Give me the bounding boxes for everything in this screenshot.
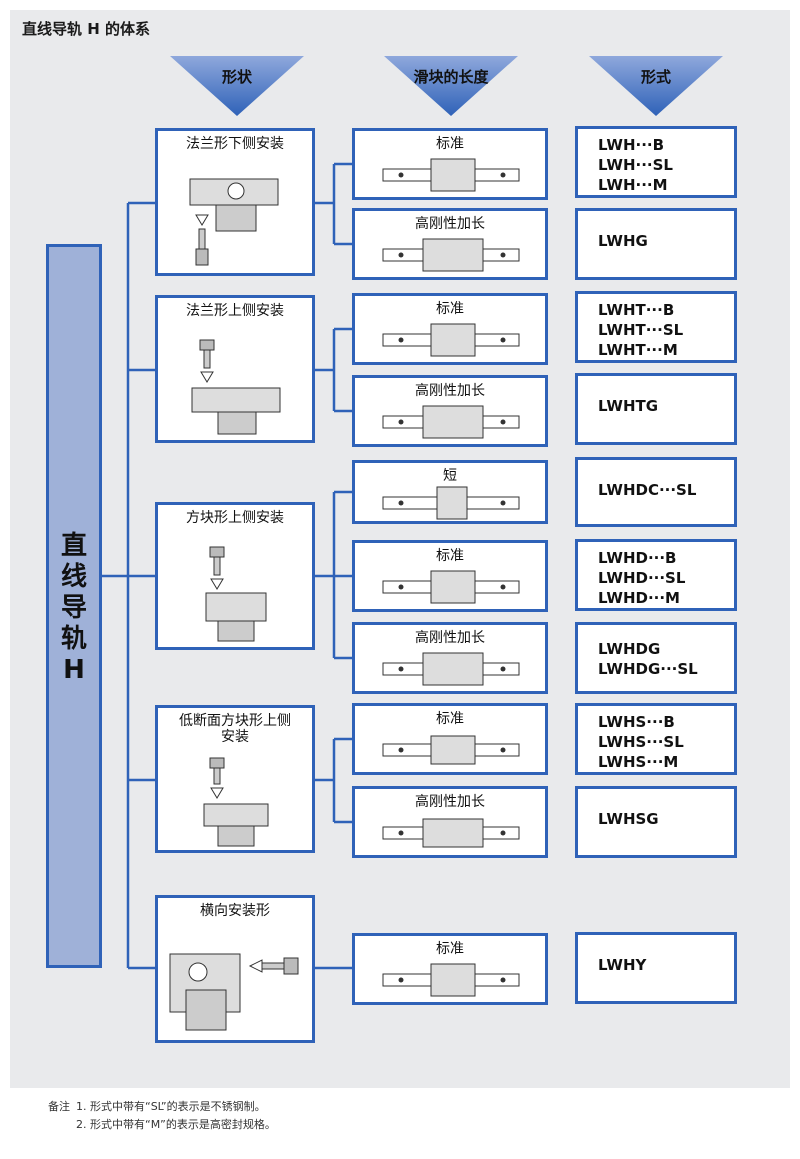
- header-shape-label: 形状: [221, 68, 252, 86]
- length-label: 标准: [436, 711, 464, 727]
- length-box-standard: 标准: [352, 293, 548, 365]
- length-box-long: 高刚性加长: [352, 622, 548, 694]
- model-box: LWHDG LWHDG···SL: [575, 622, 737, 694]
- model-box: LWHSG: [575, 786, 737, 858]
- header-length-label: 滑块的长度: [413, 68, 489, 86]
- length-box-long: 高刚性加长: [352, 786, 548, 858]
- length-label: 短: [443, 468, 457, 484]
- shape-box-low-block-top: 低断面方块形上侧 安装: [155, 705, 315, 853]
- header-shape: 形状: [170, 56, 304, 116]
- flange-top-mount-illustration: [191, 339, 281, 435]
- block-top-mount-illustration: [205, 546, 267, 642]
- block-on-rail-icon: [382, 818, 520, 848]
- shape-label: 低断面方块形上侧 安装: [179, 713, 291, 745]
- block-on-rail-icon: [382, 238, 520, 272]
- block-on-rail-icon: [382, 323, 520, 357]
- length-box-standard: 标准: [352, 703, 548, 775]
- length-label: 高刚性加长: [415, 216, 485, 232]
- model-box: LWH···B LWH···SL LWH···M: [575, 126, 737, 198]
- model-box: LWHG: [575, 208, 737, 280]
- length-label: 高刚性加长: [415, 383, 485, 399]
- block-on-rail-icon: [382, 735, 520, 765]
- shape-label: 横向安装形: [200, 903, 270, 919]
- length-box-short: 短: [352, 460, 548, 524]
- model-codes: LWHTG: [598, 397, 659, 415]
- shape-box-flange-bottom: 法兰形下侧安装: [155, 128, 315, 276]
- length-label: 标准: [436, 301, 464, 317]
- model-box: LWHD···B LWHD···SL LWHD···M: [575, 539, 737, 611]
- model-box: LWHY: [575, 932, 737, 1004]
- model-codes: LWHSG: [598, 810, 659, 828]
- model-box: LWHTG: [575, 373, 737, 445]
- block-on-rail-icon: [382, 486, 520, 520]
- notes: 备注 1. 形式中带有“SL”的表示是不锈钢制。 2. 形式中带有“M”的表示是…: [48, 1098, 276, 1134]
- header-form-label: 形式: [640, 68, 671, 86]
- lateral-mount-illustration: [169, 953, 299, 1031]
- model-codes: LWHG: [598, 232, 648, 250]
- shape-box-block-top: 方块形上侧安装: [155, 502, 315, 650]
- model-codes: LWHDG LWHDG···SL: [598, 640, 698, 678]
- model-codes: LWHDC···SL: [598, 481, 697, 499]
- page-title: 直线导轨 H 的体系: [22, 20, 150, 38]
- main-category-bar: 直线导轨 H: [46, 244, 102, 968]
- block-on-rail-icon: [382, 652, 520, 686]
- shape-label: 法兰形上侧安装: [186, 303, 284, 319]
- model-box: LWHDC···SL: [575, 457, 737, 527]
- block-on-rail-icon: [382, 405, 520, 439]
- length-box-standard: 标准: [352, 933, 548, 1005]
- shape-label: 方块形上侧安装: [186, 510, 284, 526]
- low-block-top-mount-illustration: [203, 757, 269, 847]
- block-on-rail-icon: [382, 570, 520, 604]
- flange-bottom-mount-illustration: [189, 178, 279, 266]
- main-category-label: 直线导轨 H: [60, 531, 87, 685]
- length-box-standard: 标准: [352, 128, 548, 200]
- model-codes: LWHS···B LWHS···SL LWHS···M: [598, 713, 684, 771]
- length-label: 高刚性加长: [415, 794, 485, 810]
- block-on-rail-icon: [382, 963, 520, 997]
- length-label: 高刚性加长: [415, 630, 485, 646]
- length-label: 标准: [436, 548, 464, 564]
- model-codes: LWHT···B LWHT···SL LWHT···M: [598, 301, 684, 359]
- notes-label: 备注: [48, 1100, 70, 1113]
- model-codes: LWHY: [598, 956, 647, 974]
- length-box-long: 高刚性加长: [352, 208, 548, 280]
- header-form: 形式: [589, 56, 723, 116]
- model-codes: LWHD···B LWHD···SL LWHD···M: [598, 549, 686, 607]
- model-box: LWHS···B LWHS···SL LWHS···M: [575, 703, 737, 775]
- model-codes: LWH···B LWH···SL LWH···M: [598, 136, 673, 194]
- length-label: 标准: [436, 941, 464, 957]
- length-label: 标准: [436, 136, 464, 152]
- note-item: 1. 形式中带有“SL”的表示是不锈钢制。: [76, 1100, 266, 1113]
- shape-label: 法兰形下侧安装: [186, 136, 284, 152]
- shape-box-flange-top: 法兰形上侧安装: [155, 295, 315, 443]
- note-item: 2. 形式中带有“M”的表示是高密封规格。: [76, 1118, 276, 1131]
- length-box-long: 高刚性加长: [352, 375, 548, 447]
- header-length: 滑块的长度: [384, 56, 518, 116]
- block-on-rail-icon: [382, 158, 520, 192]
- length-box-standard: 标准: [352, 540, 548, 612]
- model-box: LWHT···B LWHT···SL LWHT···M: [575, 291, 737, 363]
- shape-box-lateral: 横向安装形: [155, 895, 315, 1043]
